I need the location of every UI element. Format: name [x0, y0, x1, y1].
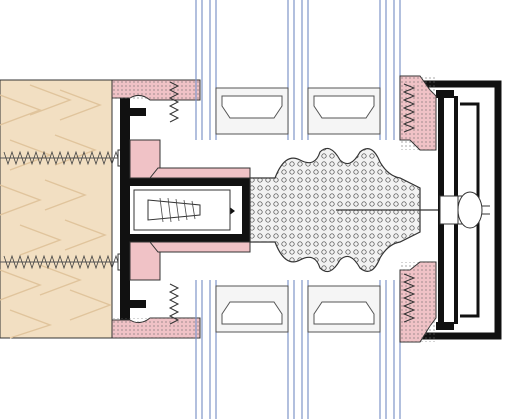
spacer-bottom — [215, 285, 381, 333]
fixing-bolt — [439, 191, 490, 229]
gasket-right — [399, 75, 437, 343]
spacer-top — [215, 87, 381, 135]
timber-mullion — [0, 79, 113, 339]
center-screw — [133, 189, 231, 231]
gasket-left — [111, 79, 251, 339]
insulating-bellows — [249, 147, 440, 273]
